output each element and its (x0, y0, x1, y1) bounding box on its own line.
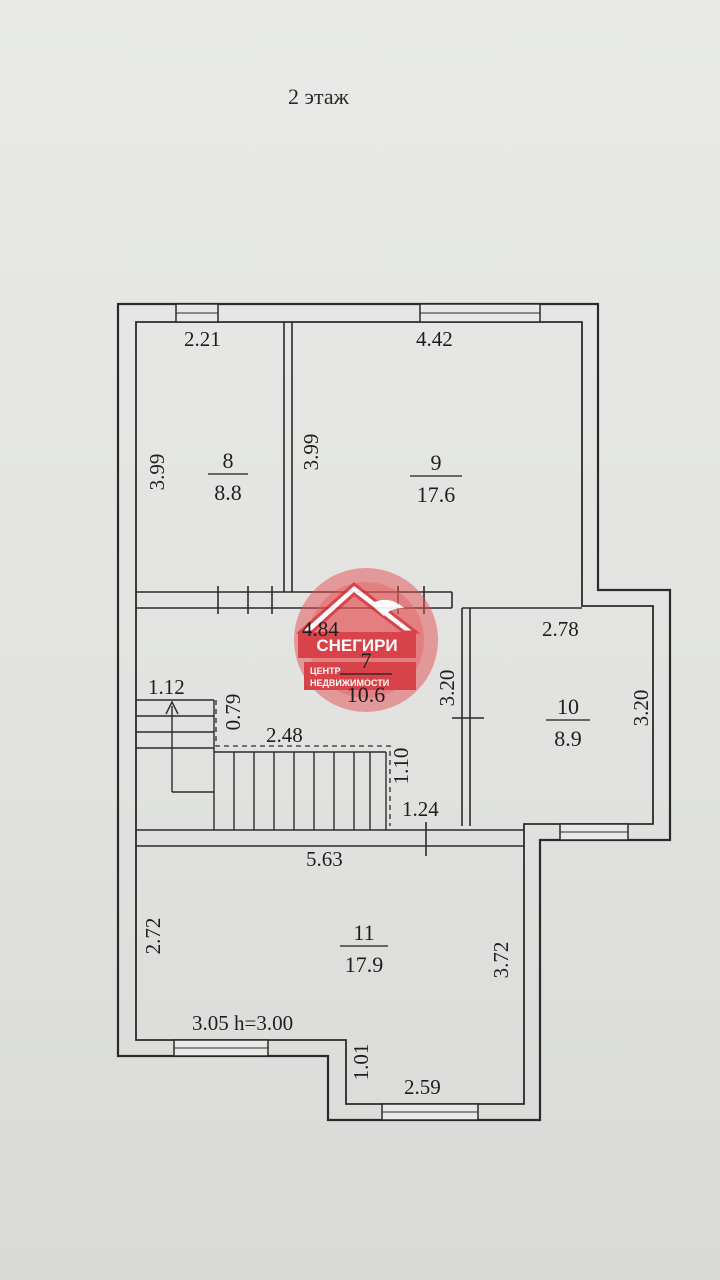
partition-7-10 (452, 607, 582, 826)
dim-stair-length: 2.48 (266, 723, 303, 747)
dim-room7-height: 3.20 (435, 670, 459, 707)
room-7-label: 7 10.6 (340, 648, 392, 707)
dim-room10-width: 2.78 (542, 617, 579, 641)
room-number: 11 (353, 920, 374, 945)
dim-room8-height: 3.99 (145, 454, 169, 491)
room-9-label: 9 17.6 (410, 450, 462, 507)
room-area: 17.6 (417, 482, 456, 507)
watermark-logo: СНЕГИРИ ЦЕНТР НЕДВИЖИМОСТИ (294, 568, 438, 712)
dim-room9-height: 3.99 (299, 434, 323, 471)
outer-wall-inner (135, 321, 654, 1105)
dim-corridor-width: 1.24 (402, 797, 439, 821)
wall-above-11 (136, 822, 524, 856)
dim-room11-width: 5.63 (306, 847, 343, 871)
wall-below-8-9 (136, 586, 453, 614)
room-11-label: 11 17.9 (340, 920, 388, 977)
watermark-line1: ЦЕНТР (310, 666, 341, 676)
window-room11-bay (381, 1103, 479, 1121)
dim-stair-width: 1.12 (148, 675, 185, 699)
floor-title: 2 этаж (288, 84, 349, 109)
room-number: 9 (431, 450, 442, 475)
window-top-left (175, 303, 219, 323)
dim-stair-height: 1.10 (389, 748, 413, 785)
room-number: 7 (361, 648, 372, 673)
dim-room11-bottom-left: 3.05 h=3.00 (192, 1011, 293, 1035)
window-room11-left (173, 1039, 269, 1057)
dim-stair-offset: 0.79 (221, 694, 245, 731)
room-number: 8 (223, 448, 234, 473)
dim-room7-width: 4.84 (302, 617, 339, 641)
room-area: 17.9 (345, 952, 384, 977)
room-area: 8.8 (214, 480, 242, 505)
dim-room9-width: 4.42 (416, 327, 453, 351)
dim-bay-width: 2.59 (404, 1075, 441, 1099)
outer-wall-outer (116, 302, 672, 1122)
room-area: 10.6 (347, 682, 386, 707)
watermark-line2: НЕДВИЖИМОСТИ (310, 678, 389, 688)
dim-room11-right: 3.72 (489, 942, 513, 979)
partition-8-9 (283, 322, 293, 592)
window-room10 (559, 823, 629, 841)
window-top-right (419, 303, 541, 323)
dim-room10-height: 3.20 (629, 690, 653, 727)
dim-room8-width: 2.21 (184, 327, 221, 351)
staircase (136, 699, 391, 830)
room-area: 8.9 (554, 726, 582, 751)
bird-icon (370, 599, 404, 616)
room-8-label: 8 8.8 (208, 448, 248, 505)
watermark-name: СНЕГИРИ (316, 636, 397, 655)
room-number: 10 (557, 694, 579, 719)
dim-bay-depth: 1.01 (349, 1044, 373, 1081)
room-10-label: 10 8.9 (546, 694, 590, 751)
dim-room11-left: 2.72 (141, 918, 165, 955)
